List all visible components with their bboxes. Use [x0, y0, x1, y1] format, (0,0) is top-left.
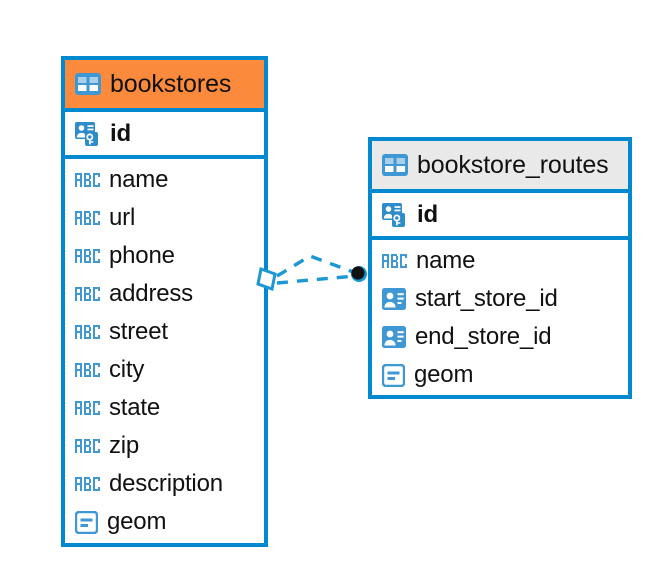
field-label: description — [109, 470, 223, 497]
field-row-city[interactable]: city — [65, 351, 264, 389]
text-abc-icon — [75, 173, 100, 187]
field-row-zip[interactable]: zip — [65, 427, 264, 465]
field-label: id — [417, 200, 438, 228]
table-icon — [75, 73, 101, 95]
field-label: zip — [109, 432, 140, 459]
text-abc-icon — [75, 287, 100, 301]
field-label: id — [110, 119, 131, 147]
text-abc-icon — [75, 325, 100, 339]
table-icon — [382, 154, 408, 176]
text-abc-icon — [75, 249, 100, 263]
text-abc-icon — [75, 477, 100, 491]
field-row-name[interactable]: name — [65, 161, 264, 199]
field-label: start_store_id — [415, 285, 558, 312]
field-label: geom — [107, 508, 167, 535]
field-row-geom[interactable]: geom — [372, 356, 628, 394]
foreign-key-icon — [382, 326, 406, 348]
geometry-icon — [382, 363, 405, 387]
field-label: state — [109, 394, 161, 421]
text-abc-icon — [382, 254, 407, 268]
field-row-url[interactable]: url — [65, 199, 264, 237]
field-label: phone — [109, 242, 175, 269]
entity-header-bookstores[interactable]: bookstores — [65, 60, 264, 112]
field-label: url — [109, 204, 136, 231]
relationship-line-upper — [276, 254, 357, 278]
field-label: end_store_id — [415, 323, 552, 350]
field-row-id[interactable]: id — [372, 193, 628, 240]
geometry-icon — [75, 510, 98, 534]
entity-header-bookstore-routes[interactable]: bookstore_routes — [372, 141, 628, 193]
field-row-geom[interactable]: geom — [65, 503, 264, 541]
text-abc-icon — [75, 439, 100, 453]
field-row-address[interactable]: address — [65, 275, 264, 313]
relationship-line-lower — [276, 274, 356, 285]
field-label: name — [109, 166, 169, 193]
entity-bookstore-routes[interactable]: bookstore_routes id — [368, 137, 632, 399]
relationship-target-endpoint — [351, 266, 367, 282]
text-abc-icon — [75, 211, 100, 225]
field-label: geom — [414, 361, 474, 388]
field-row-start-store-id[interactable]: start_store_id — [372, 280, 628, 318]
field-row-id[interactable]: id — [65, 112, 264, 159]
text-abc-icon — [75, 363, 100, 377]
text-abc-icon — [75, 401, 100, 415]
field-row-state[interactable]: state — [65, 389, 264, 427]
field-label: street — [109, 318, 168, 345]
field-list-bookstores: name — [65, 159, 264, 541]
field-row-phone[interactable]: phone — [65, 237, 264, 275]
field-label: name — [416, 247, 476, 274]
field-label: address — [109, 280, 193, 307]
field-label: city — [109, 356, 145, 383]
entity-title: bookstore_routes — [417, 150, 609, 179]
field-row-street[interactable]: street — [65, 313, 264, 351]
relationship-connector[interactable] — [255, 243, 375, 313]
entity-bookstores[interactable]: bookstores id — [61, 56, 268, 547]
foreign-key-icon — [382, 288, 406, 310]
primary-key-icon — [382, 202, 408, 228]
field-row-description[interactable]: description — [65, 465, 264, 503]
field-row-name[interactable]: name — [372, 242, 628, 280]
field-row-end-store-id[interactable]: end_store_id — [372, 318, 628, 356]
field-list-bookstore-routes: name start_store_id — [372, 240, 628, 394]
entity-title: bookstores — [110, 69, 232, 98]
primary-key-icon — [75, 121, 101, 147]
